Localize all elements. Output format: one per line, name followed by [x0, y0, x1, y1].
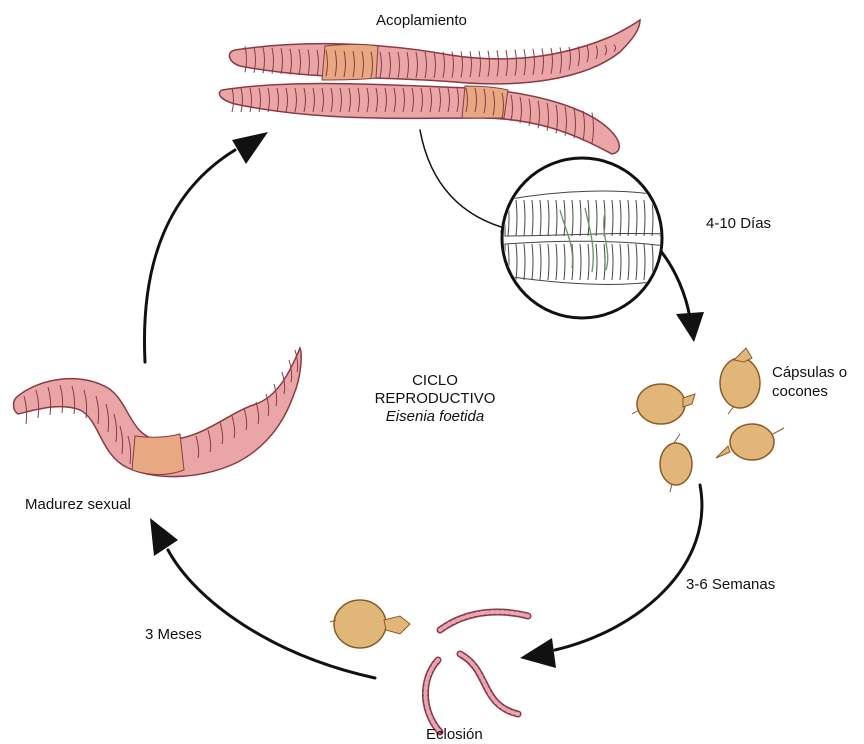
diagram-title: CICLO REPRODUCTIVO Eisenia foetida — [340, 372, 530, 426]
arrow-cocoons-to-hatching — [555, 485, 702, 650]
magnified-mating-detail — [502, 158, 665, 318]
arrowhead-hatching — [520, 638, 556, 668]
label-madurez-sexual: Madurez sexual — [25, 496, 131, 514]
hatching-illustration — [330, 600, 528, 732]
arrowhead-mating — [232, 132, 268, 164]
cocoon-1 — [632, 384, 695, 424]
label-eclosion: Eclosión — [426, 726, 483, 744]
mating-worms-illustration — [219, 20, 640, 154]
arrowhead-maturity — [150, 518, 178, 556]
species-name: Eisenia foetida — [340, 408, 530, 426]
arrowhead-cocoons — [676, 312, 704, 342]
cocoon-2 — [720, 348, 760, 414]
hatchling-3 — [460, 654, 518, 714]
arrow-maturity-to-mating — [144, 150, 235, 362]
label-duration-3-meses: 3 Meses — [145, 626, 202, 644]
mature-worm-illustration — [14, 348, 302, 477]
label-acoplamiento: Acoplamiento — [376, 12, 467, 30]
label-duration-3-6-semanas: 3-6 Semanas — [686, 576, 775, 594]
label-duration-4-10-dias: 4-10 Días — [706, 215, 771, 233]
arrow-zoom-to-cocoons — [660, 250, 690, 318]
label-capsulas-line1: Cápsulas o — [772, 364, 847, 382]
cocoon-4 — [716, 424, 784, 460]
hatched-cocoon — [334, 600, 386, 648]
title-line1: CICLO — [340, 372, 530, 390]
cocoons-illustration — [632, 348, 784, 492]
label-capsulas-line2: cocones — [772, 383, 828, 401]
arrow-mating-to-zoom — [420, 130, 512, 230]
cocoon-3 — [660, 434, 692, 492]
title-line2: REPRODUCTIVO — [340, 390, 530, 408]
